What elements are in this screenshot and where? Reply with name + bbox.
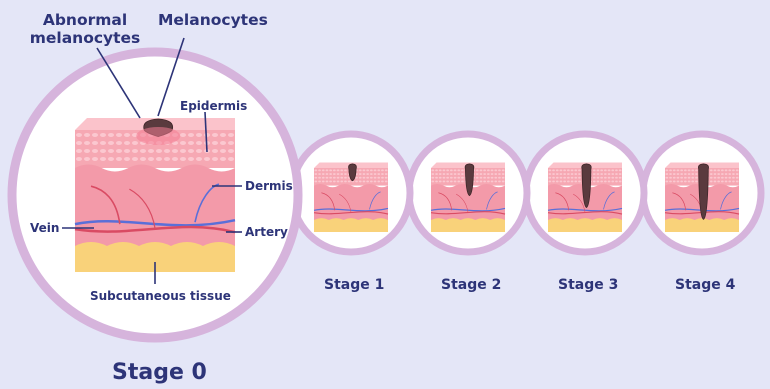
- stage-0-label: Stage 0: [112, 362, 207, 384]
- stage-1-circle: [292, 134, 410, 252]
- abnormal-melanocytes-label: Abnormal melanocytes: [20, 11, 150, 47]
- dermis-label: Dermis: [245, 180, 293, 192]
- stage-2-label: Stage 2: [441, 278, 501, 292]
- subcutaneous-layer: [431, 218, 505, 232]
- stage-4-label: Stage 4: [675, 278, 735, 292]
- subcutaneous-layer: [548, 218, 622, 232]
- skin-block-stage-3: [548, 162, 622, 232]
- vein-label: Vein: [30, 222, 59, 234]
- dermis-layer: [75, 165, 235, 247]
- abnormal-melanocytes-label-line1: Abnormal: [20, 11, 150, 29]
- artery-label: Artery: [245, 226, 288, 238]
- skin-block-stage-2: [431, 162, 505, 232]
- abnormal-melanocytes-label-line2: melanocytes: [20, 29, 150, 47]
- subcutaneous-tissue-label: Subcutaneous tissue: [90, 290, 231, 302]
- subcutaneous-layer: [314, 218, 388, 232]
- dermis-layer: [314, 184, 388, 220]
- stage-3-label: Stage 3: [558, 278, 618, 292]
- stage-4-circle: [643, 134, 761, 252]
- stage-3-circle: [526, 134, 644, 252]
- skin-block-stage-0: [75, 118, 235, 272]
- skin-block-stage-4: [665, 162, 739, 232]
- epidermis-label: Epidermis: [180, 100, 247, 112]
- lesion-halo: [136, 127, 180, 145]
- stage-2-circle: [409, 134, 527, 252]
- melanocytes-label: Melanocytes: [158, 11, 268, 29]
- subcutaneous-layer: [665, 218, 739, 232]
- stage-1-label: Stage 1: [324, 278, 384, 292]
- skin-block-stage-1: [314, 162, 388, 232]
